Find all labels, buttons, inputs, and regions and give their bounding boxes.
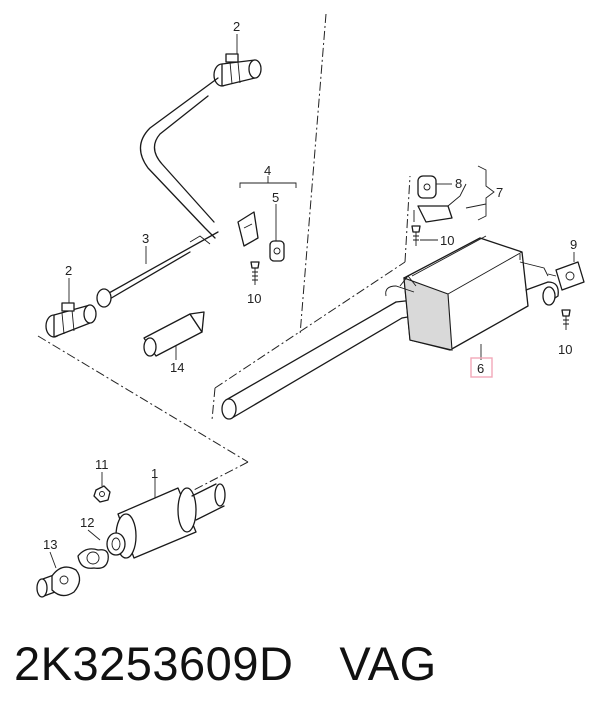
part-2-upper-clamp[interactable] <box>213 34 262 87</box>
callout-4: 4 <box>264 163 271 178</box>
assembly-boundary-lines <box>37 13 411 493</box>
caption-part-number: 2K3253609D <box>14 637 294 690</box>
part-4-5-bracket-mount[interactable] <box>237 176 297 262</box>
part-1-front-silencer[interactable] <box>115 478 226 559</box>
part-10-bolt-right[interactable] <box>561 309 571 330</box>
callout-8: 8 <box>455 176 462 191</box>
part-12-gasket[interactable] <box>77 529 126 569</box>
part-7-hanger-bracket[interactable] <box>413 165 495 223</box>
callout-10-right: 10 <box>558 342 572 357</box>
callout-6: 6 <box>477 361 484 376</box>
callout-13: 13 <box>43 537 57 552</box>
callout-10-middle: 10 <box>440 233 454 248</box>
callout-10-left: 10 <box>247 291 261 306</box>
callout-14: 14 <box>170 360 184 375</box>
callout-11: 11 <box>95 457 109 472</box>
callout-7: 7 <box>496 185 503 200</box>
part-10-bolt-middle[interactable] <box>411 225 438 246</box>
callout-labels: 1 2 2 3 4 5 6 7 8 9 10 10 10 11 12 13 14 <box>43 19 577 552</box>
part-14-sealing-paste-tube[interactable] <box>143 311 205 360</box>
part-number-caption: 2K3253609D VAG <box>14 636 437 691</box>
callout-1: 1 <box>151 466 158 481</box>
caption-brand: VAG <box>339 637 437 690</box>
part-3-front-pipe[interactable] <box>96 77 219 308</box>
callout-12: 12 <box>80 515 94 530</box>
part-9-rear-hanger[interactable] <box>547 252 585 291</box>
part-8-rubber-mount[interactable] <box>417 175 452 199</box>
callout-9: 9 <box>570 237 577 252</box>
part-2-lower-clamp[interactable] <box>45 278 97 338</box>
part-10-bolt-left[interactable] <box>250 261 260 285</box>
callout-2-upper: 2 <box>233 19 240 34</box>
exhaust-system-exploded-diagram: 1 2 2 3 4 5 6 7 8 9 10 10 10 11 12 13 14 <box>36 13 585 598</box>
callout-3: 3 <box>142 231 149 246</box>
part-6-rear-muffler[interactable] <box>221 235 559 420</box>
callout-2-lower: 2 <box>65 263 72 278</box>
part-6-highlight-box <box>470 357 493 378</box>
part-13-pipe-flange[interactable] <box>36 551 81 598</box>
callout-5: 5 <box>272 190 279 205</box>
part-11-nut[interactable] <box>93 472 111 503</box>
